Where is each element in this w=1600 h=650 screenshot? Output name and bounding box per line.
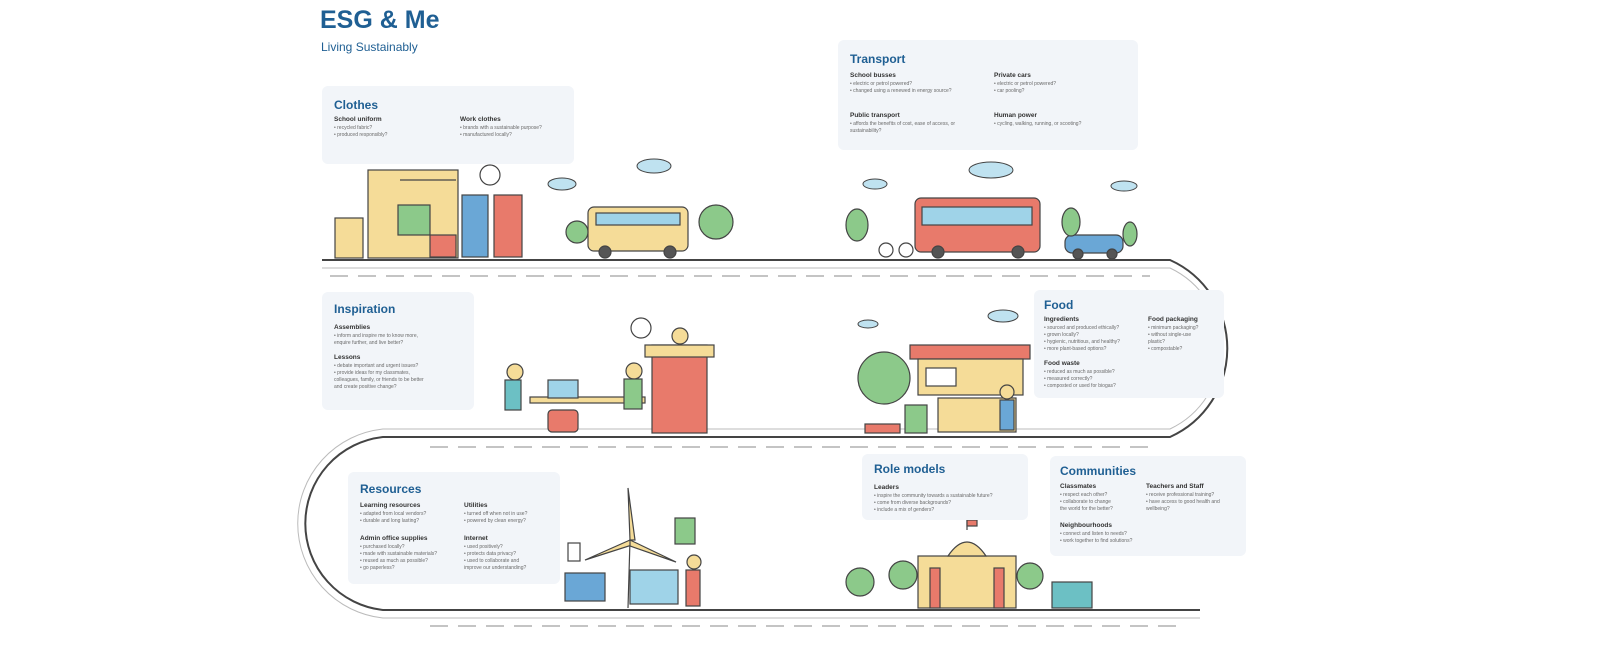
clothes-card: Clothes School uniform • recycled fabric… — [322, 86, 574, 164]
card-line: • reduced as much as possible? — [1044, 369, 1115, 375]
food-card: Food Ingredients • sourced and produced … — [1034, 290, 1224, 398]
card-line: • purchased locally? — [360, 544, 405, 550]
communities-group-heading: Teachers and Staff — [1146, 483, 1204, 490]
clothes-group-heading: School uniform — [334, 116, 382, 123]
card-line: • recycled fabric? — [334, 125, 373, 131]
card-line: • used positively? — [464, 544, 503, 550]
wardrobe-illustration — [334, 164, 523, 259]
resources-card-title: Resources — [360, 482, 422, 496]
card-line: • adapted from local vendors? — [360, 511, 427, 517]
card-line: • provide ideas for my classmates, — [334, 370, 410, 376]
inspiration-group-heading: Assemblies — [334, 324, 371, 331]
card-line: • sourced and produced ethically? — [1044, 325, 1120, 331]
transport-card: Transport School busses • electric or pe… — [838, 40, 1138, 150]
transport-group-heading: Human power — [994, 112, 1037, 119]
inspiration-group-heading: Lessons — [334, 354, 361, 361]
transport-group-heading: Private cars — [994, 72, 1031, 79]
communities-group-heading: Neighbourhoods — [1060, 522, 1112, 529]
transport-illustration — [845, 197, 1138, 260]
card-line: • receive professional training? — [1146, 492, 1215, 498]
card-line: • have access to good health and — [1146, 499, 1220, 505]
card-line: • come from diverse backgrounds? — [874, 500, 952, 506]
role-models-card-title: Role models — [874, 462, 946, 476]
clothes-group-heading: Work clothes — [460, 116, 501, 123]
food-group-heading: Food packaging — [1148, 316, 1198, 323]
card-line: • powered by clean energy? — [464, 518, 526, 524]
resources-group-heading: Internet — [464, 535, 488, 542]
card-line: plastic? — [1148, 339, 1165, 345]
transport-group-heading: School busses — [850, 72, 896, 79]
card-line: enquire further, and live better? — [334, 340, 404, 346]
clouds-decoration — [547, 158, 1138, 329]
card-line: • made with sustainable materials? — [360, 551, 438, 557]
card-line: • go paperless? — [360, 565, 395, 571]
card-line: • minimum packaging? — [1148, 325, 1199, 331]
card-line: • durable and long lasting? — [360, 518, 420, 524]
card-line: • brands with a sustainable purpose? — [460, 125, 542, 131]
role-models-group-heading: Leaders — [874, 484, 899, 491]
card-line: colleagues, family, or friends to be bet… — [334, 377, 424, 383]
card-line: • compostable? — [1148, 346, 1183, 352]
card-line: improve our understanding? — [464, 565, 527, 571]
card-line: • changed using a renewed in energy sour… — [850, 88, 952, 94]
card-line: and create positive change? — [334, 384, 397, 390]
resources-card: Resources Learning resources • adapted f… — [348, 472, 560, 584]
card-line: • inform and inspire me to know more, — [334, 333, 419, 339]
page-title: ESG & Me — [320, 6, 440, 34]
clothes-card-title: Clothes — [334, 98, 379, 112]
card-line: • connect and listen to needs? — [1060, 531, 1127, 537]
card-line: • electric or petrol powered? — [850, 81, 913, 87]
card-line: the world for the better? — [1060, 506, 1113, 512]
resources-group-heading: Admin office supplies — [360, 535, 428, 542]
card-line: • without single-use — [1148, 332, 1192, 338]
card-line: • more plant-based options? — [1044, 346, 1107, 352]
card-line: • produced responsibly? — [334, 132, 388, 138]
classroom-illustration — [504, 317, 715, 434]
role-models-card: Role models Leaders • inspire the commun… — [862, 454, 1028, 520]
card-line: • work together to find solutions? — [1060, 538, 1133, 544]
card-line: • turned off when not in use? — [464, 511, 528, 517]
card-line: • cycling, walking, running, or scooting… — [994, 121, 1082, 127]
school-bus-illustration — [565, 204, 734, 259]
card-line: • electric or petrol powered? — [994, 81, 1057, 87]
card-line: • car pooling? — [994, 88, 1025, 94]
food-card-title: Food — [1044, 298, 1074, 312]
page-subtitle: Living Sustainably — [321, 40, 418, 54]
card-line: • measured correctly? — [1044, 376, 1093, 382]
card-line: • collaborate to change — [1060, 499, 1111, 505]
card-line: wellbeing? — [1146, 506, 1170, 512]
transport-card-title: Transport — [850, 52, 906, 66]
inspiration-card-title: Inspiration — [334, 302, 396, 316]
wind-turbine-illustration — [564, 487, 702, 609]
card-line: sustainability? — [850, 128, 882, 134]
card-line: • inspire the community towards a sustai… — [874, 493, 993, 499]
communities-group-heading: Classmates — [1060, 483, 1097, 490]
card-line: • affords the benefits of cost, ease of … — [850, 121, 956, 127]
communities-card-title: Communities — [1060, 464, 1137, 478]
card-line: • debate important and urgent issues? — [334, 363, 419, 369]
resources-group-heading: Utilities — [464, 502, 488, 509]
food-group-heading: Food waste — [1044, 360, 1080, 367]
card-line: • protects data privacy? — [464, 551, 517, 557]
card-line: • include a mix of genders? — [874, 507, 935, 513]
card-line: • composted or used for biogas? — [1044, 383, 1116, 389]
food-stall-illustration — [857, 344, 1031, 434]
card-line: • manufactured locally? — [460, 132, 512, 138]
card-line: • used to collaborate and — [464, 558, 520, 564]
card-line: • grown locally? — [1044, 332, 1079, 338]
resources-group-heading: Learning resources — [360, 502, 421, 509]
card-line: • respect each other? — [1060, 492, 1108, 498]
card-line: • reused as much as possible? — [360, 558, 428, 564]
communities-card: Communities Classmates • respect each ot… — [1050, 456, 1246, 556]
food-group-heading: Ingredients — [1044, 316, 1080, 323]
town-hall-illustration — [845, 519, 1093, 609]
card-line: • hygienic, nutritious, and healthy? — [1044, 339, 1120, 345]
transport-group-heading: Public transport — [850, 112, 900, 119]
inspiration-card: Inspiration Assemblies • inform and insp… — [322, 292, 474, 410]
